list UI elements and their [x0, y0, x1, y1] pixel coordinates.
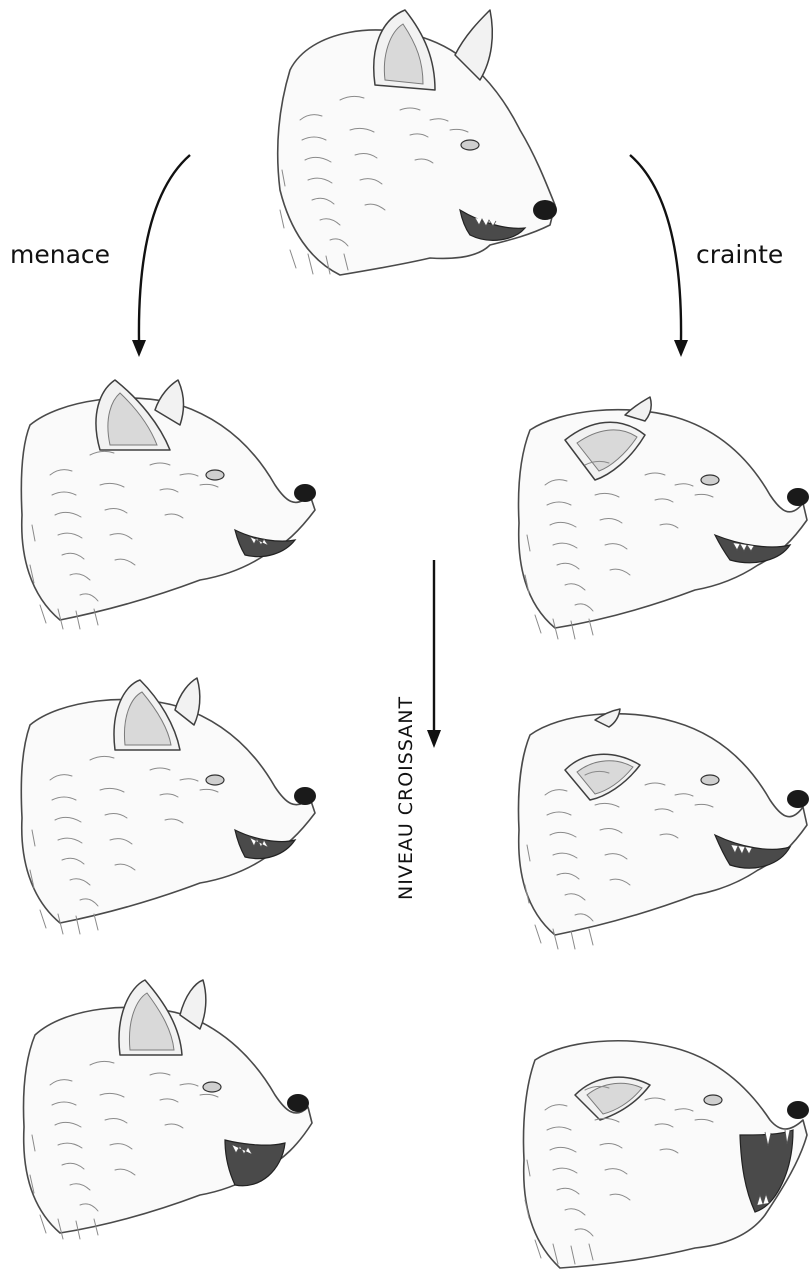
threat-head-3 [23, 980, 312, 1239]
fear-head-1 [518, 397, 809, 639]
fear-head-3 [523, 1041, 809, 1268]
crainte-label: crainte [696, 240, 783, 269]
threat-head-2 [21, 678, 316, 934]
crainte-arrow [630, 155, 688, 357]
fear-head-2 [518, 709, 809, 949]
menace-arrow [132, 155, 190, 357]
increasing-level-label: NIVEAU CROISSANT [395, 696, 417, 900]
increasing-level-arrow [427, 560, 441, 748]
menace-label: menace [10, 240, 110, 269]
threat-head-1 [21, 380, 316, 629]
neutral-wolf-head [278, 10, 557, 275]
